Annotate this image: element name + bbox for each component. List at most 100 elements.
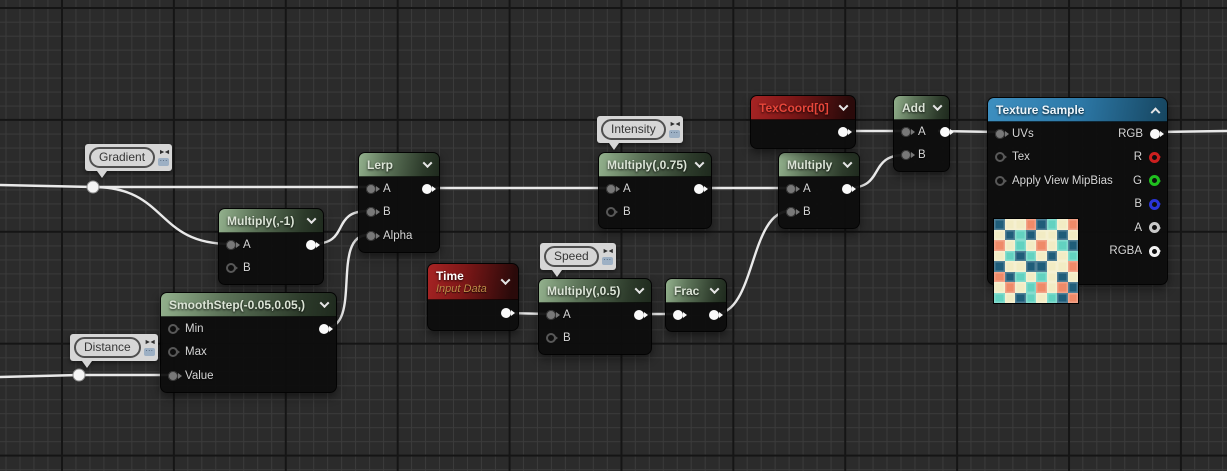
- input-pin-label: B: [243, 262, 251, 275]
- out-output-pin[interactable]: [838, 126, 848, 137]
- uvs-input-pin[interactable]: [995, 128, 1005, 139]
- texture-preview-cell: [1036, 229, 1047, 240]
- a-input-pin[interactable]: [606, 183, 616, 194]
- tex-input-pin[interactable]: [995, 152, 1005, 163]
- wire[interactable]: [0, 373, 80, 379]
- wire[interactable]: [92, 185, 231, 246]
- collapse-chevron-icon[interactable]: [694, 158, 705, 169]
- b-input-pin[interactable]: [226, 263, 236, 274]
- a-input-pin[interactable]: [226, 239, 236, 250]
- a-input-pin[interactable]: [786, 183, 796, 194]
- collapse-chevron-icon[interactable]: [422, 158, 433, 169]
- texture-preview-cell: [1015, 282, 1026, 293]
- texture-preview-cell: [1067, 292, 1078, 303]
- a-input-pin[interactable]: [901, 126, 911, 137]
- a-output-pin[interactable]: [1149, 222, 1160, 234]
- texture-preview-cell: [1036, 261, 1047, 272]
- texture-preview-cell: [994, 292, 1005, 303]
- input-pin-label: A: [243, 238, 251, 251]
- node-subtitle: Input Data: [436, 282, 487, 295]
- wire[interactable]: [714, 209, 791, 316]
- out-output-pin[interactable]: [634, 309, 644, 320]
- node-texcoord[interactable]: TexCoord[0]: [750, 95, 856, 149]
- comment-bubble-speed: Speed►◄···: [540, 243, 616, 277]
- b-input-pin[interactable]: [901, 150, 911, 161]
- output-pin-label: R: [1133, 151, 1142, 164]
- collapse-chevron-icon[interactable]: [1150, 107, 1161, 118]
- collapse-chevron-icon[interactable]: [709, 284, 720, 295]
- comment-bubble-distance: Distance►◄···: [70, 334, 158, 368]
- bubble-pin-icon[interactable]: ►◄: [602, 248, 614, 255]
- a-input-pin[interactable]: [366, 183, 376, 194]
- rgb-output-pin[interactable]: [1150, 128, 1160, 139]
- node-frac[interactable]: Frac: [665, 278, 727, 332]
- b-input-pin[interactable]: [366, 207, 376, 218]
- bubble-pin-icon[interactable]: ►◄: [144, 339, 156, 346]
- bubble-comment-icon[interactable]: ···: [158, 158, 170, 166]
- pin-row: Min: [161, 317, 336, 341]
- r-output-pin[interactable]: [1149, 151, 1160, 163]
- texture-preview-cell: [1015, 229, 1026, 240]
- collapse-chevron-icon[interactable]: [842, 158, 853, 169]
- texture-preview-cell: [1036, 292, 1047, 303]
- bubble-pin-icon[interactable]: ►◄: [669, 121, 681, 128]
- out-output-pin[interactable]: [422, 183, 432, 194]
- texture-preview-cell: [1067, 229, 1078, 240]
- texture-preview-cell: [1015, 261, 1026, 272]
- pin-row: B: [894, 144, 949, 168]
- pin-row: A: [359, 177, 439, 201]
- out-output-pin[interactable]: [709, 309, 719, 320]
- bubble-comment-icon[interactable]: ···: [143, 348, 155, 356]
- bubble-comment-icon[interactable]: ···: [601, 257, 613, 265]
- b-input-pin[interactable]: [786, 207, 796, 218]
- texture-preview-cell: [1046, 240, 1057, 251]
- value-input-pin[interactable]: [168, 370, 178, 381]
- max-input-pin[interactable]: [168, 347, 178, 358]
- rgba-output-pin[interactable]: [1149, 245, 1160, 257]
- collapse-chevron-icon[interactable]: [500, 275, 511, 286]
- collapse-chevron-icon[interactable]: [319, 298, 330, 309]
- in-input-pin[interactable]: [673, 309, 683, 320]
- texture-preview-cell: [1046, 229, 1057, 240]
- bubble-pin-icon[interactable]: ►◄: [158, 149, 171, 156]
- wire[interactable]: [0, 183, 94, 189]
- reroute-dot[interactable]: [72, 368, 86, 382]
- collapse-chevron-icon[interactable]: [634, 284, 645, 295]
- texture-preview-cell: [1025, 292, 1036, 303]
- a-input-pin[interactable]: [546, 309, 556, 320]
- min-input-pin[interactable]: [168, 323, 178, 334]
- out-output-pin[interactable]: [319, 323, 329, 334]
- collapse-chevron-icon[interactable]: [932, 101, 943, 112]
- collapse-chevron-icon[interactable]: [838, 101, 849, 112]
- reroute-dot[interactable]: [86, 180, 100, 194]
- g-output-pin[interactable]: [1149, 175, 1160, 187]
- alpha-input-pin[interactable]: [366, 230, 376, 241]
- b-input-pin[interactable]: [606, 207, 616, 218]
- collapse-chevron-icon[interactable]: [306, 214, 317, 225]
- bubble-comment-icon[interactable]: ···: [668, 130, 680, 138]
- comment-bubble-tail: [97, 171, 107, 178]
- node-header: Multiply(,-1): [219, 209, 323, 233]
- out-output-pin[interactable]: [694, 183, 704, 194]
- out-output-pin[interactable]: [501, 308, 511, 318]
- b-input-pin[interactable]: [546, 333, 556, 344]
- out-output-pin[interactable]: [939, 126, 950, 137]
- apply-view-mipbias-input-pin[interactable]: [995, 175, 1005, 186]
- texture-preview-cell: [1067, 282, 1078, 293]
- out-output-pin[interactable]: [306, 239, 316, 250]
- b-output-pin[interactable]: [1149, 198, 1160, 210]
- texture-preview-cell: [994, 250, 1005, 261]
- out-output-pin[interactable]: [842, 183, 852, 194]
